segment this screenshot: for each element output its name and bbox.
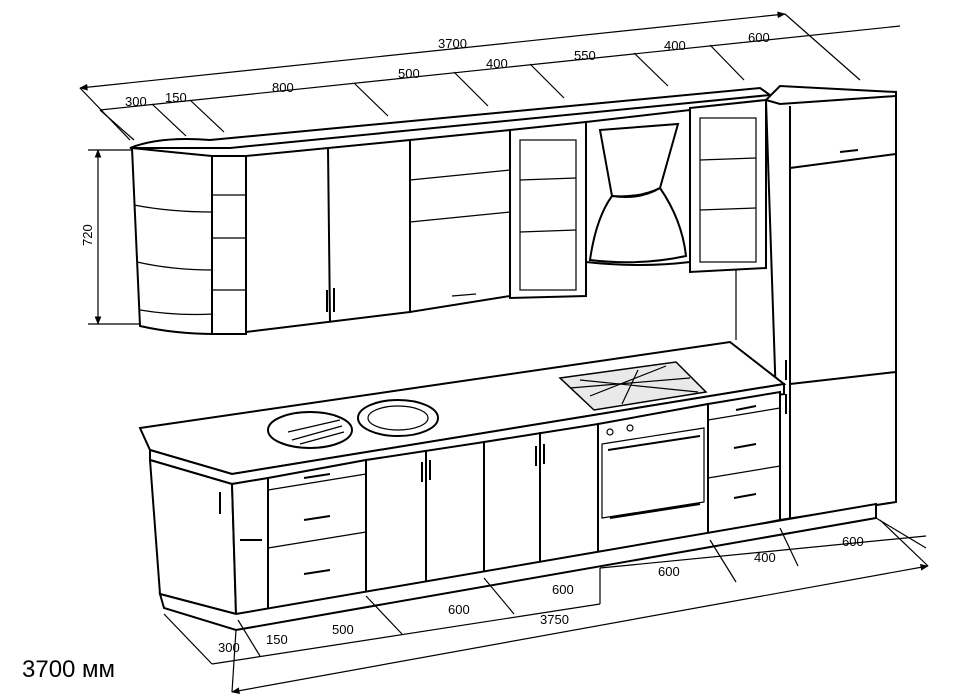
upper-seg-800: 800 <box>272 80 294 95</box>
upper-seg-550: 550 <box>574 48 596 63</box>
upper-seg-500: 500 <box>398 66 420 81</box>
height-label: 720 <box>80 224 95 246</box>
tall-cabinet <box>764 84 897 522</box>
upper-seg-300: 300 <box>125 94 147 109</box>
upper-seg-400a: 400 <box>486 56 508 71</box>
lower-seg-600-b: 600 <box>552 582 574 597</box>
upper-seg-600: 600 <box>748 30 770 45</box>
lower-seg-600-oven: 600 <box>658 564 680 579</box>
lower-seg-400: 400 <box>754 550 776 565</box>
lower-seg-600-a: 600 <box>448 602 470 617</box>
upper-seg-150: 150 <box>165 90 187 105</box>
upper-seg-400b: 400 <box>664 38 686 53</box>
upper-cabinets <box>129 86 773 336</box>
lower-total-label: 3750 <box>540 612 569 627</box>
upper-dimensions: 3700 300 150 800 500 400 550 400 600 720 <box>79 11 901 325</box>
lower-seg-150: 150 <box>266 632 288 647</box>
lower-dimensions: 600 400 600 300 150 500 600 600 3750 <box>163 517 929 694</box>
lower-seg-600-tall: 600 <box>842 534 864 549</box>
lower-seg-300: 300 <box>218 640 240 655</box>
size-caption: 3700 мм <box>22 656 116 683</box>
upper-total-label: 3700 <box>438 36 467 51</box>
lower-seg-500: 500 <box>332 622 354 637</box>
